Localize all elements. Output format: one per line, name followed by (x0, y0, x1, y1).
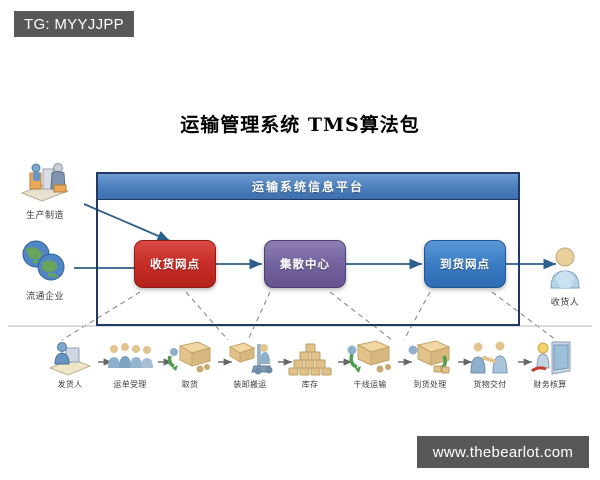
actor-consignee-label: 收货人 (550, 298, 580, 308)
stacked-boxes-icon (282, 336, 338, 376)
pickup-truck-icon (162, 336, 218, 376)
platform-header-label: 运输系统信息平台 (251, 180, 364, 194)
process-step-8-label: 货物交付 (473, 380, 507, 389)
handshake-icon (462, 336, 518, 376)
factory-icon (8, 155, 82, 203)
finance-door-icon (522, 336, 578, 376)
watermark-bottom-right: www.thebearlot.com (417, 436, 589, 468)
process-step-6-label: 干线运输 (353, 380, 387, 389)
page-title: 运输管理系统 TMS算法包 (180, 114, 420, 136)
process-step-9-label: 财务核算 (533, 380, 567, 389)
watermark-top-left: TG: MYYJJPP (14, 11, 134, 37)
node-delivery-branch-label: 到货网点 (440, 257, 490, 271)
staff-group-icon (102, 336, 158, 376)
actor-production: 生产制造 (8, 155, 82, 221)
node-pickup-branch-label: 收货网点 (150, 257, 200, 271)
actor-production-label: 生产制造 (25, 211, 64, 221)
process-step-5-label: 库存 (301, 380, 319, 389)
process-step-4: 装卸搬运 (222, 336, 278, 390)
platform-header-bar: 运输系统信息平台 (98, 174, 518, 200)
process-step-1-label: 发货人 (57, 380, 83, 389)
process-step-7: 到货处理 (402, 336, 458, 390)
arrival-truck-icon (402, 336, 458, 376)
forklift-icon (222, 336, 278, 376)
process-step-8: 货物交付 (462, 336, 518, 390)
information-platform-frame: 运输系统信息平台 (96, 172, 520, 326)
node-pickup-branch[interactable]: 收货网点 (134, 240, 216, 288)
process-step-2: 运单受理 (102, 336, 158, 390)
actor-distribution-label: 流通企业 (25, 292, 64, 302)
actor-consignee: 收货人 (528, 242, 600, 308)
process-step-5: 库存 (282, 336, 338, 390)
process-step-1: 发货人 (42, 336, 98, 390)
process-step-4-label: 装卸搬运 (233, 380, 267, 389)
node-distribution-center-label: 集散中心 (280, 257, 330, 271)
process-step-3-label: 取货 (181, 380, 199, 389)
actor-distribution: 流通企业 (8, 236, 82, 302)
line-haul-truck-icon (342, 336, 398, 376)
node-distribution-center[interactable]: 集散中心 (264, 240, 346, 288)
process-step-6: 干线运输 (342, 336, 398, 390)
process-step-2-label: 运单受理 (113, 380, 147, 389)
process-step-3: 取货 (162, 336, 218, 390)
process-step-7-label: 到货处理 (413, 380, 447, 389)
shipper-desk-icon (42, 336, 98, 376)
globe-icon (8, 236, 82, 284)
node-delivery-branch[interactable]: 到货网点 (424, 240, 506, 288)
process-step-9: 财务核算 (522, 336, 578, 390)
person-icon (528, 242, 600, 290)
